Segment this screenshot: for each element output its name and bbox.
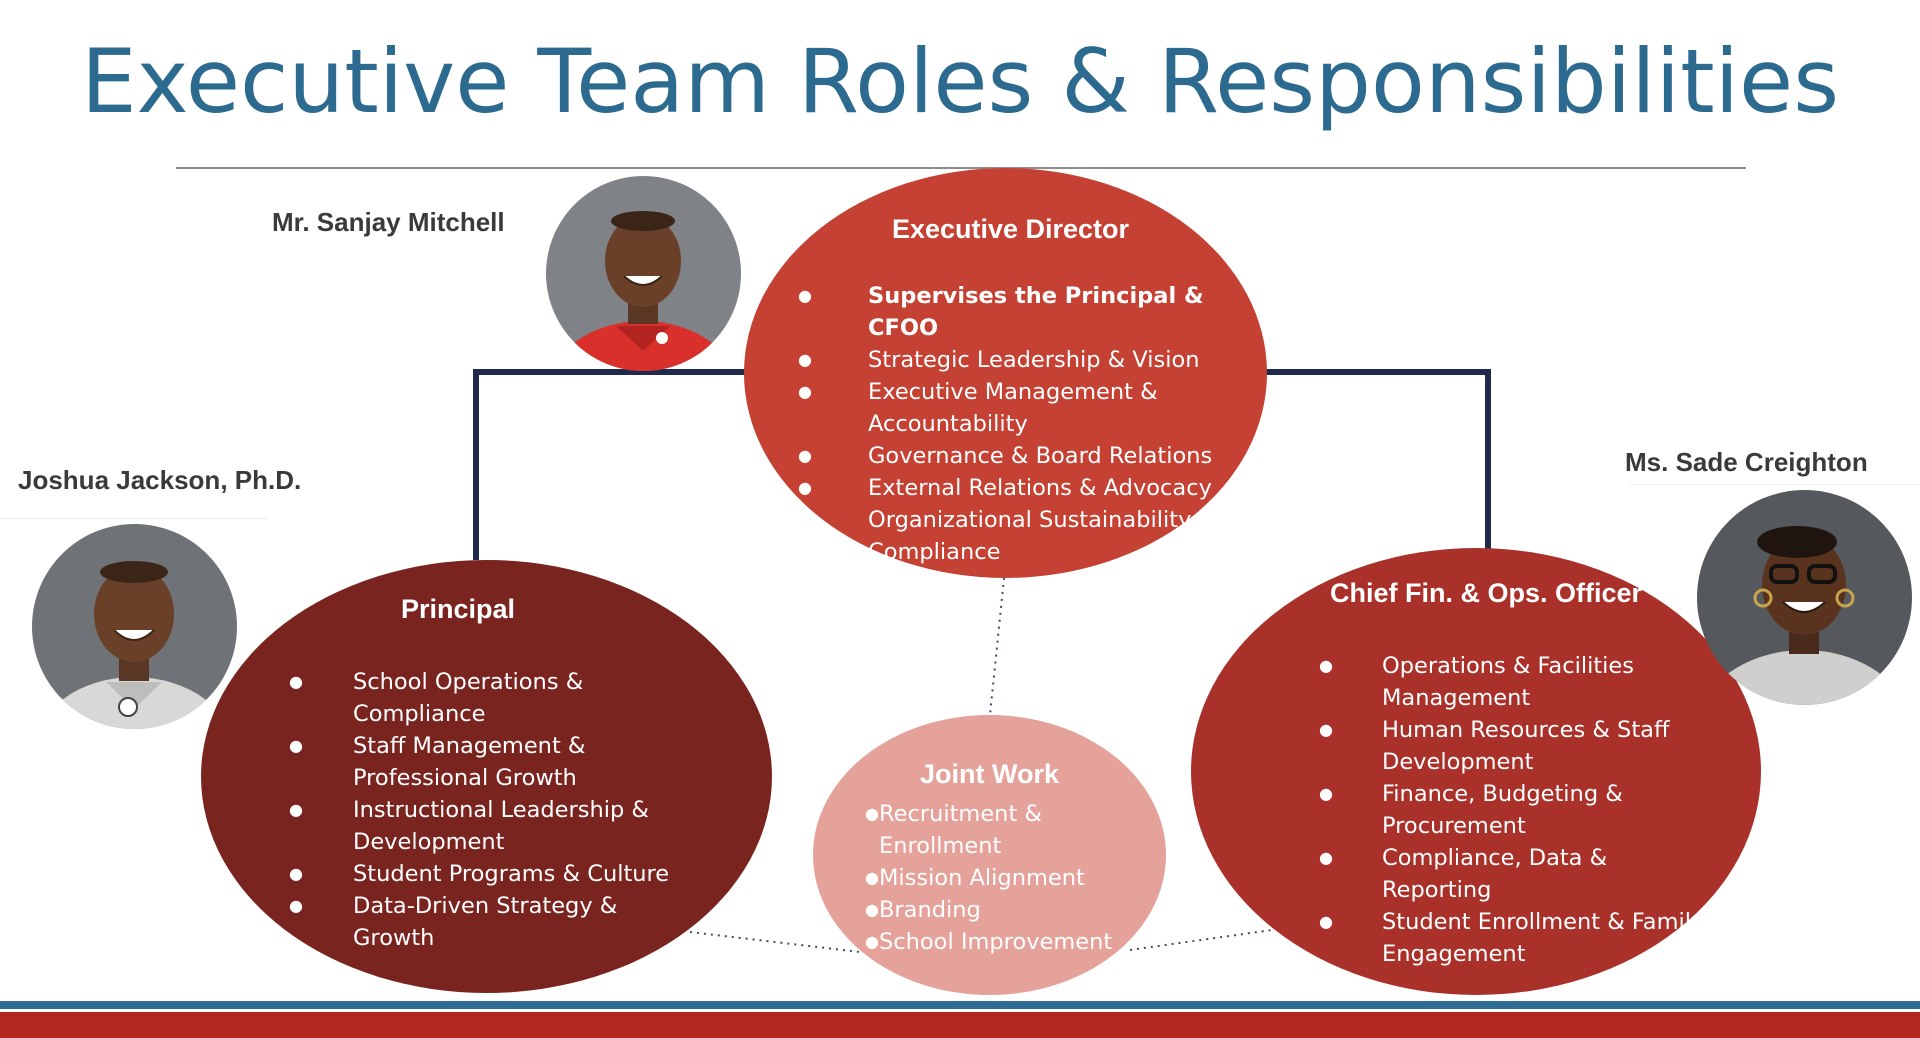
slide-title: Executive Team Roles & Responsibilities [80, 30, 1840, 133]
list-item: Data-Driven Strategy & Growth [289, 890, 683, 954]
list-item: Instructional Leadership & Development [289, 794, 683, 858]
director-avatar [546, 176, 741, 371]
cfoo-heading: Chief Fin. & Ops. Officer [1330, 578, 1643, 608]
list-item: Executive Management & Accountability [798, 376, 1248, 440]
cfoo-bubble: Chief Fin. & Ops. Officer Operations & F… [1191, 548, 1761, 995]
list-item: School Operations & Compliance [289, 666, 683, 730]
list-item: Supervises the Principal & CFOO [798, 280, 1248, 344]
dotted-link-director-joint [989, 577, 1005, 716]
cfoo-name: Ms. Sade Creighton [1625, 447, 1868, 477]
title-divider [176, 167, 1746, 169]
executive-director-list: Supervises the Principal & CFOO Strategi… [798, 280, 1248, 568]
executive-director-bubble: Executive Director Supervises the Princi… [744, 168, 1267, 578]
list-item: Student Enrollment & Family Engagement [1319, 906, 1722, 970]
principal-name-underline [0, 518, 268, 519]
cfoo-list: Operations & Facilities Management Human… [1319, 650, 1722, 970]
principal-avatar [32, 524, 237, 729]
list-item: Governance & Board Relations [798, 440, 1248, 472]
joint-work-list: Recruitment & Enrollment Mission Alignme… [865, 798, 1169, 958]
executive-director-heading: Executive Director [891, 214, 1130, 244]
connector-director-cfoo [1262, 369, 1491, 556]
list-item: School Improvement [865, 926, 1169, 958]
principal-name: Joshua Jackson, Ph.D. [18, 465, 302, 495]
list-item: Strategic Leadership & Vision [798, 344, 1248, 376]
joint-work-bubble: Joint Work Recruitment & Enrollment Miss… [813, 715, 1166, 995]
connector-director-principal [473, 369, 750, 560]
dotted-link-cfoo-joint [1129, 929, 1273, 951]
list-item: Finance, Budgeting & Procurement [1319, 778, 1722, 842]
list-item: Compliance, Data & Reporting [1319, 842, 1722, 906]
list-item: Branding [865, 894, 1169, 926]
cfoo-avatar [1697, 490, 1912, 705]
dotted-link-principal-joint [689, 931, 861, 953]
director-name: Mr. Sanjay Mitchell [272, 207, 505, 237]
footer-blue-band [0, 1001, 1920, 1009]
cfoo-name-underline [1630, 484, 1920, 485]
principal-list: School Operations & Compliance Staff Man… [289, 666, 683, 954]
list-item: Mission Alignment [865, 862, 1169, 894]
joint-work-heading: Joint Work [919, 759, 1059, 789]
list-item: External Relations & Advocacy [798, 472, 1248, 504]
principal-bubble: Principal School Operations & Compliance… [201, 560, 772, 993]
list-item: Human Resources & Staff Development [1319, 714, 1722, 778]
list-item: Recruitment & Enrollment [865, 798, 1169, 862]
footer-red-band [0, 1012, 1920, 1038]
list-item: Organizational Sustainability & Complian… [798, 504, 1248, 568]
list-item: Staff Management & Professional Growth [289, 730, 683, 794]
principal-heading: Principal [401, 594, 516, 624]
list-item: Student Programs & Culture [289, 858, 683, 890]
list-item: Operations & Facilities Management [1319, 650, 1722, 714]
